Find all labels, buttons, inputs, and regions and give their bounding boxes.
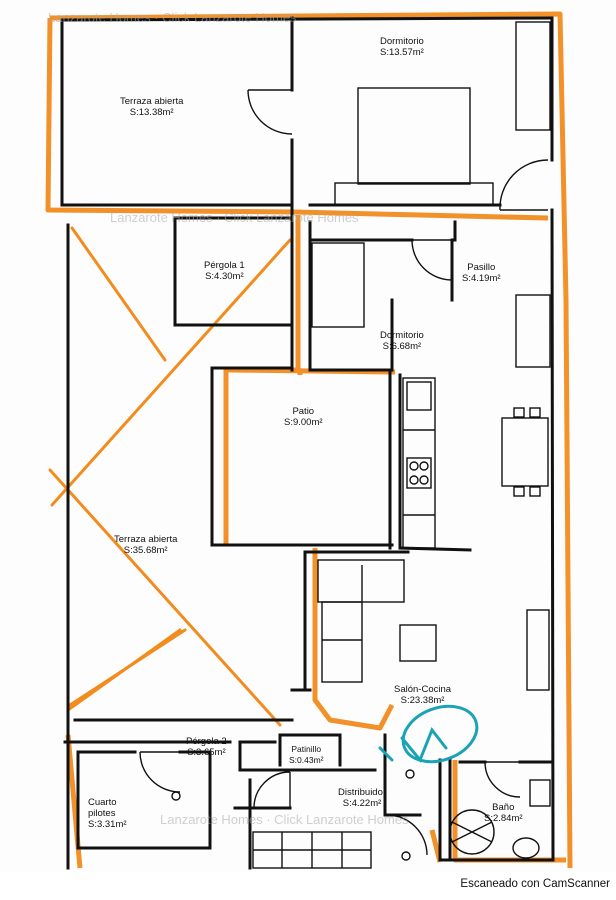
room-name: Pasillo (467, 262, 496, 273)
floor-plan (45, 11, 573, 870)
room-bano: Baño S:2.84m² (484, 802, 523, 824)
room-area: S:2.84m² (484, 813, 523, 824)
watermark-top: Lanzarote Homes · Click Lanzarote Homes (48, 10, 297, 25)
room-name: Patinillo (291, 744, 322, 754)
room-pergola-2: Pérgola 2 S:3.65m² (186, 736, 227, 758)
room-area: S:3.65m² (187, 747, 226, 758)
room-patio: Patio S:9.00m² (284, 406, 323, 428)
room-area: S:4.19m² (462, 273, 501, 284)
room-pasillo: Pasillo S:4.19m² (462, 262, 501, 284)
orange-highlight-outlines (45, 11, 573, 869)
room-salon-cocina: Salón-Cocina S:23.38m² (394, 684, 451, 706)
room-dormitorio-1: Dormitorio S:13.57m² (380, 36, 424, 58)
fixtures (171, 21, 551, 869)
room-name: Cuarto pilotes (88, 797, 117, 819)
room-area: S:6.68m² (382, 341, 422, 352)
room-dormitorio-2: Dormitorio S:6.68m² (380, 330, 424, 352)
room-name: Terraza abierta (114, 534, 178, 545)
room-area: S:13.57m² (380, 47, 424, 58)
room-area: S:23.38m² (400, 695, 445, 706)
room-name: Pérgola 1 (204, 260, 245, 271)
room-area: S:3.31m² (88, 819, 127, 830)
door-swings (139, 89, 549, 856)
room-area: S:9.00m² (284, 417, 323, 428)
room-terraza-abierta-2: Terraza abierta S:35.68m² (114, 534, 177, 556)
room-pergola-1: Pérgola 1 S:4.30m² (204, 260, 245, 282)
watermark-lower: Lanzarote Homes · Click Lanzarote Homes (160, 812, 409, 827)
room-area: S:4.22m² (342, 798, 382, 809)
watermark-middle: Lanzarote Homes · Click Lanzarote Homes (110, 210, 359, 225)
room-name: Distribuidor (338, 787, 387, 798)
room-area: S:13.38m² (129, 107, 174, 118)
room-name: Terraza abierta (120, 96, 184, 107)
room-area: S:35.68m² (123, 545, 168, 556)
room-name: Dormitorio (380, 36, 424, 47)
terrace-cross-marks (48, 226, 292, 727)
room-area: S:4.30m² (205, 271, 244, 282)
room-area: S:0.43m² (289, 755, 324, 765)
walls (60, 16, 555, 870)
room-name: Pérgola 2 (186, 736, 227, 747)
room-name: Dormitorio (380, 330, 424, 341)
room-name: Patio (292, 406, 315, 417)
room-name: Salón-Cocina (394, 684, 452, 695)
blue-marker-scribble (378, 704, 479, 764)
room-terraza-abierta-1: Terraza abierta S:13.38m² (120, 96, 183, 118)
room-cuarto-pilotes: Cuarto pilotes S:3.31m² (88, 797, 134, 830)
scanner-credit: Escaneado con CamScanner (460, 878, 610, 890)
room-distribuidor: Distribuidor S:4.22m² (338, 787, 386, 809)
room-name: Baño (492, 802, 515, 813)
scanner-footer: Escaneado con CamScanner (0, 872, 616, 900)
room-patinillo: Patinillo S:0.43m² (289, 744, 324, 766)
